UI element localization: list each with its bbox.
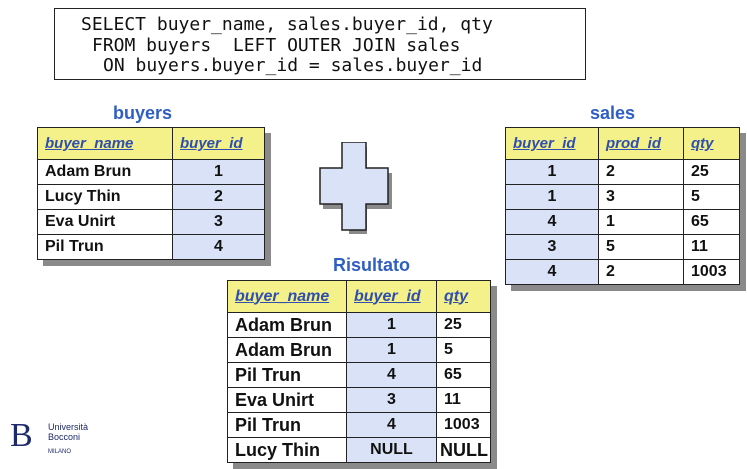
- table-cell: 3: [346, 387, 437, 413]
- table-row: Adam Brun 1: [37, 159, 265, 185]
- table-cell: Adam Brun: [227, 337, 347, 363]
- svg-text:B: B: [10, 418, 33, 450]
- table-cell: 2: [598, 259, 684, 285]
- table-cell: 4: [505, 209, 599, 235]
- table-cell: 11: [683, 234, 740, 260]
- sales-table: buyer_id prod_id qty 1 2 25 1 3 5 4 1 65…: [505, 127, 740, 285]
- table-cell: 1: [172, 159, 265, 185]
- column-header: buyer_name: [37, 127, 173, 160]
- table-cell: 1: [505, 159, 599, 185]
- column-header: prod_id: [598, 127, 684, 160]
- university-logo: B: [10, 417, 38, 455]
- table-cell: 5: [683, 184, 740, 210]
- table-cell: 1: [598, 209, 684, 235]
- table-cell: Pil Trun: [37, 234, 173, 260]
- column-header: qty: [436, 280, 491, 313]
- result-table: buyer_name buyer_id qty Adam Brun 1 25 A…: [227, 280, 491, 463]
- table-row: 4 2 1003: [505, 259, 740, 285]
- table-cell: 2: [172, 184, 265, 210]
- table-row: Eva Unirt 3: [37, 209, 265, 235]
- table-row: Lucy Thin 2: [37, 184, 265, 210]
- table-header-row: buyer_name buyer_id: [37, 127, 265, 160]
- sql-query-box: SELECT buyer_name, sales.buyer_id, qty F…: [54, 8, 586, 80]
- table-cell: 5: [436, 337, 491, 363]
- table-cell: 4: [346, 362, 437, 388]
- table-cell: 1: [346, 312, 437, 338]
- table-cell: 11: [436, 387, 491, 413]
- table-cell: NULL: [436, 437, 491, 463]
- logo-city: MILANO: [48, 449, 72, 455]
- sql-line-on: ON buyers.buyer_id = sales.buyer_id: [103, 55, 483, 76]
- table-cell: Pil Trun: [227, 362, 347, 388]
- table-cell: Lucy Thin: [37, 184, 173, 210]
- table-cell: Eva Unirt: [37, 209, 173, 235]
- sales-table-title: sales: [590, 103, 636, 123]
- table-cell: NULL: [346, 437, 437, 463]
- table-cell: 65: [683, 209, 740, 235]
- plus-icon: [319, 142, 392, 234]
- table-cell: 4: [172, 234, 265, 260]
- table-cell: 3: [598, 184, 684, 210]
- table-cell: Lucy Thin: [227, 437, 347, 463]
- sql-line-select: SELECT buyer_name, sales.buyer_id, qty: [81, 14, 493, 35]
- buyers-table-title: buyers: [113, 103, 173, 123]
- table-header-row: buyer_id prod_id qty: [505, 127, 740, 160]
- bocconi-b-icon: B: [10, 417, 33, 454]
- table-cell: 65: [436, 362, 491, 388]
- table-cell: 1003: [683, 259, 740, 285]
- table-cell: 1: [346, 337, 437, 363]
- table-row: Lucy Thin NULL NULL: [227, 437, 491, 463]
- table-header-row: buyer_name buyer_id qty: [227, 280, 491, 313]
- table-cell: 4: [346, 412, 437, 438]
- table-cell: 1: [505, 184, 599, 210]
- table-cell: 3: [505, 234, 599, 260]
- table-cell: 4: [505, 259, 599, 285]
- table-row: Adam Brun 1 5: [227, 337, 491, 363]
- logo-name-line1: Università: [48, 422, 89, 432]
- sql-line-from: FROM buyers LEFT OUTER JOIN sales: [92, 35, 461, 56]
- result-table-title: Risultato: [333, 255, 411, 275]
- table-cell: Eva Unirt: [227, 387, 347, 413]
- table-cell: Pil Trun: [227, 412, 347, 438]
- logo-name-line2: Bocconi: [48, 432, 81, 442]
- column-header: buyer_id: [346, 280, 437, 313]
- table-cell: 25: [436, 312, 491, 338]
- table-cell: Adam Brun: [37, 159, 173, 185]
- table-row: Pil Trun 4 1003: [227, 412, 491, 438]
- table-cell: 25: [683, 159, 740, 185]
- table-row: Eva Unirt 3 11: [227, 387, 491, 413]
- column-header: buyer_name: [227, 280, 347, 313]
- table-row: 3 5 11: [505, 234, 740, 260]
- column-header: buyer_id: [505, 127, 599, 160]
- table-cell: 5: [598, 234, 684, 260]
- table-cell: 1003: [436, 412, 491, 438]
- column-header: buyer_id: [172, 127, 265, 160]
- column-header: qty: [683, 127, 740, 160]
- table-row: 1 3 5: [505, 184, 740, 210]
- table-row: 4 1 65: [505, 209, 740, 235]
- table-cell: 3: [172, 209, 265, 235]
- table-row: 1 2 25: [505, 159, 740, 185]
- table-row: Adam Brun 1 25: [227, 312, 491, 338]
- table-row: Pil Trun 4 65: [227, 362, 491, 388]
- table-cell: 2: [598, 159, 684, 185]
- buyers-table: buyer_name buyer_id Adam Brun 1 Lucy Thi…: [37, 127, 265, 260]
- table-cell: Adam Brun: [227, 312, 347, 338]
- table-row: Pil Trun 4: [37, 234, 265, 260]
